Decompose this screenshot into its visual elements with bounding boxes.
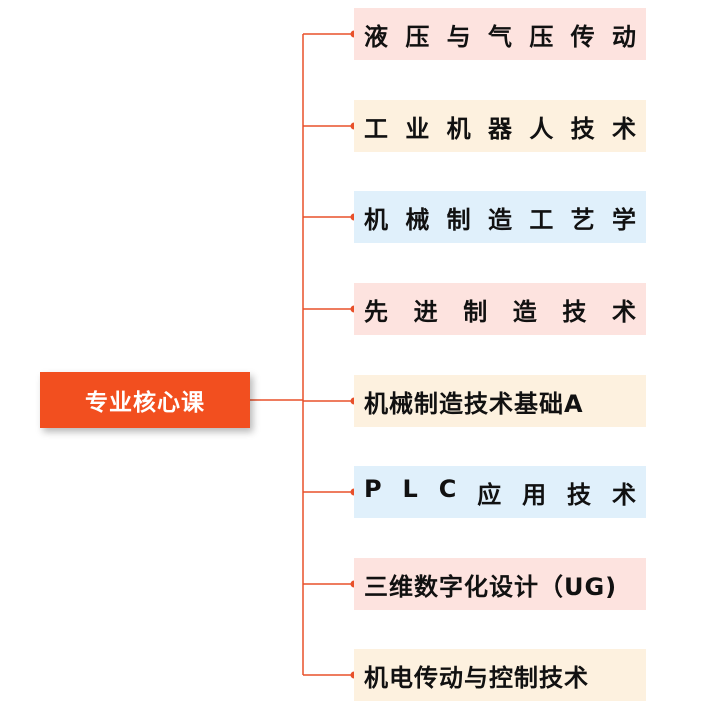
course-item: 液压与气压传动 (354, 8, 646, 60)
root-node-label: 专业核心课 (85, 390, 205, 416)
course-item: 机械制造技术基础A (354, 375, 646, 427)
course-item: 机械制造工艺学 (354, 191, 646, 243)
root-node: 专业核心课 (40, 372, 250, 428)
course-item: 先进制造技术 (354, 283, 646, 335)
course-item-label: 工业机器人技术 (364, 114, 636, 143)
course-item: 机电传动与控制技术 (354, 649, 646, 701)
course-item: 工业机器人技术 (354, 100, 646, 152)
course-item-label: 机械制造技术基础A (364, 389, 584, 418)
course-item-label: 三维数字化设计（UG) (364, 572, 618, 601)
course-item-label: 液压与气压传动 (364, 22, 636, 51)
course-item-label: 机械制造工艺学 (364, 205, 636, 234)
course-item-label: 机电传动与控制技术 (364, 663, 589, 692)
course-item: 三维数字化设计（UG) (354, 558, 646, 610)
course-item-label: 先进制造技术 (364, 297, 636, 326)
